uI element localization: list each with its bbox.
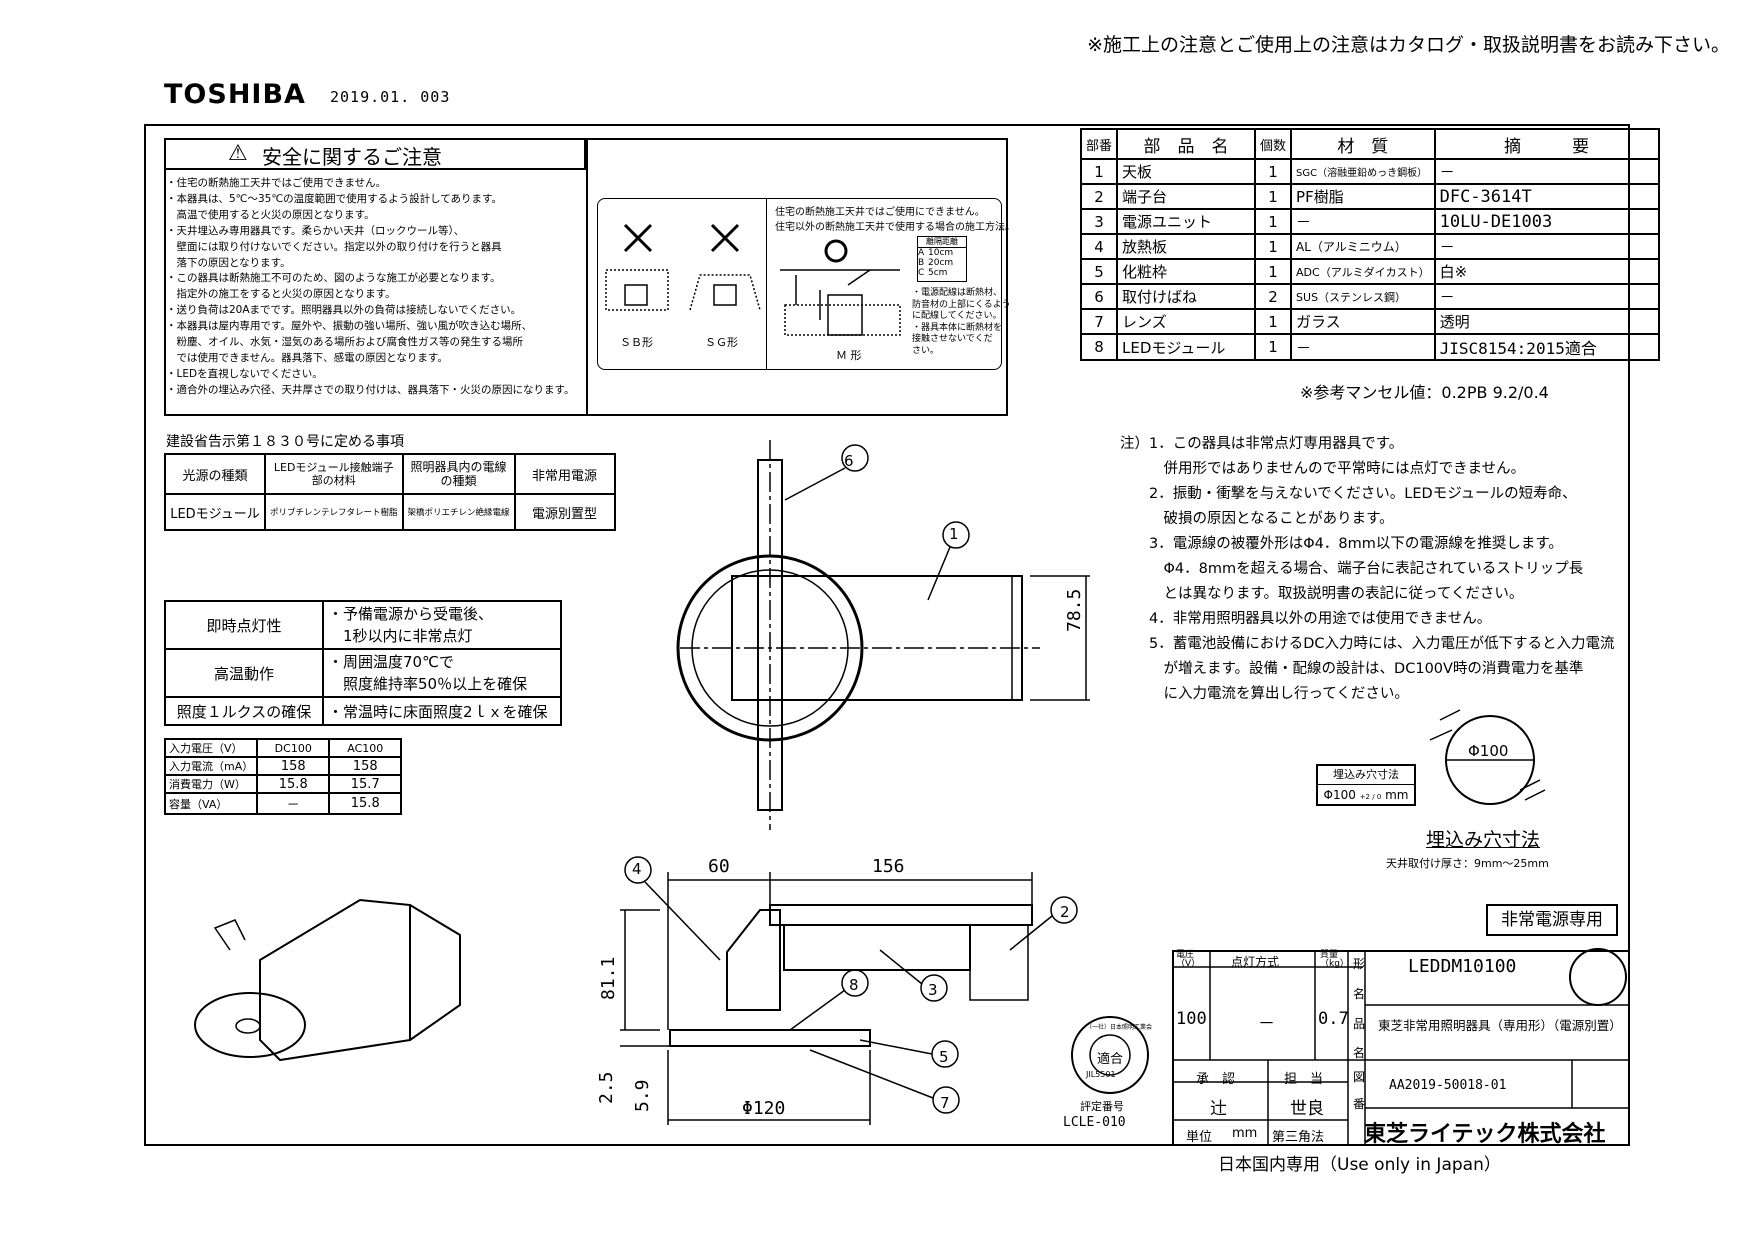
table-row: 照度１ルクスの確保 ・常温時に床面照度2ｌｘを確保	[164, 696, 562, 726]
install-note-2: 住宅以外の断熱施工天井で使用する場合の施工方法。	[775, 222, 1015, 233]
install-note-1: 住宅の断熱施工天井ではご使用にできません。	[775, 207, 985, 218]
parts-header: 部 品 名	[1116, 128, 1257, 160]
tb-product-name: 東芝非常用照明器具（専用形）（電源別置）	[1378, 1018, 1622, 1033]
tb-h-mass: 質量（kg）	[1320, 950, 1349, 969]
kokuji-table: 光源の種類 LEDモジュール接触端子部の材料 照明器具内の電線の種類 非常用電源…	[164, 453, 616, 531]
cutout-title: 埋込み穴寸法	[1426, 829, 1541, 851]
tb-method: －	[1258, 1014, 1275, 1034]
dim-81: 81.1	[598, 956, 619, 1000]
seal-arc-text: （一社）日本照明工業会	[1086, 1024, 1153, 1031]
tb-model: LEDDM10100	[1408, 956, 1517, 977]
callout-1: 1	[949, 525, 959, 543]
tb-h-method: 点灯方式	[1231, 955, 1280, 969]
seal-code: JIL5501	[1086, 1070, 1116, 1079]
seal-center: 適合	[1097, 1052, 1124, 1067]
tb-voltage: 100	[1176, 1009, 1207, 1029]
dim-60: 60	[708, 856, 730, 877]
tb-h-product: 品	[1353, 1017, 1366, 1031]
callout-3: 3	[928, 981, 938, 999]
doc-code: 2019.01. 003	[330, 88, 451, 106]
cutout-thickness: 天井取付け厚さ：9mm～25mm	[1386, 857, 1549, 870]
notes: 注）1．この器具は非常点灯専用器具です。 併用形ではありませんので平常時には点灯…	[1120, 436, 1615, 702]
dim-width-top: 78.5	[1064, 588, 1085, 632]
tb-approver: 辻	[1210, 1099, 1227, 1119]
table-row: 容量（VA）－15.8	[163, 792, 403, 815]
install-left-box	[597, 198, 767, 370]
callout-5: 5	[939, 1048, 949, 1066]
seal-number: LCLE-010	[1063, 1115, 1126, 1130]
title-block	[1172, 950, 1630, 1146]
cutout-box: 埋込み穴寸法 Φ100 +2 / 0 mm	[1316, 764, 1416, 806]
sb-label: ＳＢ形	[620, 336, 653, 349]
tb-mass: 0.7	[1318, 1009, 1349, 1029]
parts-header: 摘 要	[1433, 128, 1660, 160]
drawing-frame	[144, 124, 1630, 1146]
callout-2: 2	[1060, 903, 1070, 921]
safety-title-bar	[164, 138, 586, 170]
parts-header: 個数	[1254, 128, 1293, 160]
safety-divider	[586, 138, 588, 416]
tb-projection: 第三角法	[1272, 1130, 1325, 1145]
kokuji-title: 建設省告示第１８３０号に定める事項	[166, 434, 404, 450]
japan-only: 日本国内専用（Use only in Japan）	[1218, 1155, 1501, 1175]
m-label: Ｍ 形	[836, 349, 862, 362]
emergency-only-box: 非常電源専用	[1486, 904, 1618, 936]
munsell-note: ※参考マンセル値：0.2PB 9.2/0.4	[1300, 383, 1549, 402]
safety-title: 安全に関するご注意	[262, 145, 442, 169]
tb-h-voltage: 電圧（V）	[1176, 950, 1201, 969]
tb-company: 東芝ライテック株式会社	[1364, 1122, 1606, 1147]
install-side-notes: ・電源配線は断熱材、 防音材の上部にくるよう に配線してください。 ・器具本体に…	[912, 288, 1011, 356]
callout-7: 7	[940, 1094, 950, 1112]
install-illustration-box	[597, 198, 1002, 370]
tb-h-name-2: 名	[1353, 1046, 1366, 1060]
tb-approval: 承 認	[1196, 1072, 1236, 1087]
sg-label: ＳＧ形	[705, 336, 738, 349]
dim-5-9: 5.9	[632, 1079, 653, 1112]
safety-text: ・住宅の断熱施工天井ではご使用できません。 ・本器具は、5℃～35℃の温度範囲で…	[166, 177, 575, 396]
callout-4: 4	[632, 860, 642, 878]
tb-h-name: 名	[1353, 987, 1366, 1001]
callout-6: 6	[844, 452, 854, 470]
brand-logo: TOSHIBA	[164, 79, 306, 110]
dim-156: 156	[872, 856, 905, 877]
tb-person: 世良	[1290, 1099, 1324, 1119]
dim-2-5: 2.5	[596, 1071, 617, 1104]
dim-120: Φ120	[742, 1098, 786, 1119]
tb-h-drawing: 図	[1353, 1070, 1366, 1084]
tb-drawing-no: AA2019-50018-01	[1389, 1078, 1507, 1093]
tb-h-form: 形	[1353, 957, 1366, 971]
tb-unit: mm	[1232, 1126, 1258, 1141]
table-row: 即時点灯性 ・予備電源から受電後、 1秒以内に非常点灯	[164, 600, 562, 650]
parts-header: 材 質	[1290, 128, 1436, 160]
parts-header: 部番	[1079, 128, 1119, 160]
warning-icon: ⚠	[228, 141, 248, 166]
tb-h-no: 番	[1353, 1097, 1366, 1111]
tb-charge: 担 当	[1284, 1072, 1324, 1087]
tb-unit-label: 単位	[1186, 1130, 1213, 1145]
top-notice: ※施工上の注意とご使用上の注意はカタログ・取扱説明書をお読み下さい。	[1087, 34, 1730, 56]
cutout-circle-label: Φ100	[1468, 742, 1509, 760]
table-row: 高温動作 ・周囲温度70℃で 照度維持率50％以上を確保	[164, 648, 562, 698]
seal-label: 評定番号	[1080, 1100, 1124, 1113]
callout-8: 8	[849, 976, 859, 994]
performance-table: 即時点灯性 ・予備電源から受電後、 1秒以内に非常点灯 高温動作 ・周囲温度70…	[164, 600, 562, 726]
